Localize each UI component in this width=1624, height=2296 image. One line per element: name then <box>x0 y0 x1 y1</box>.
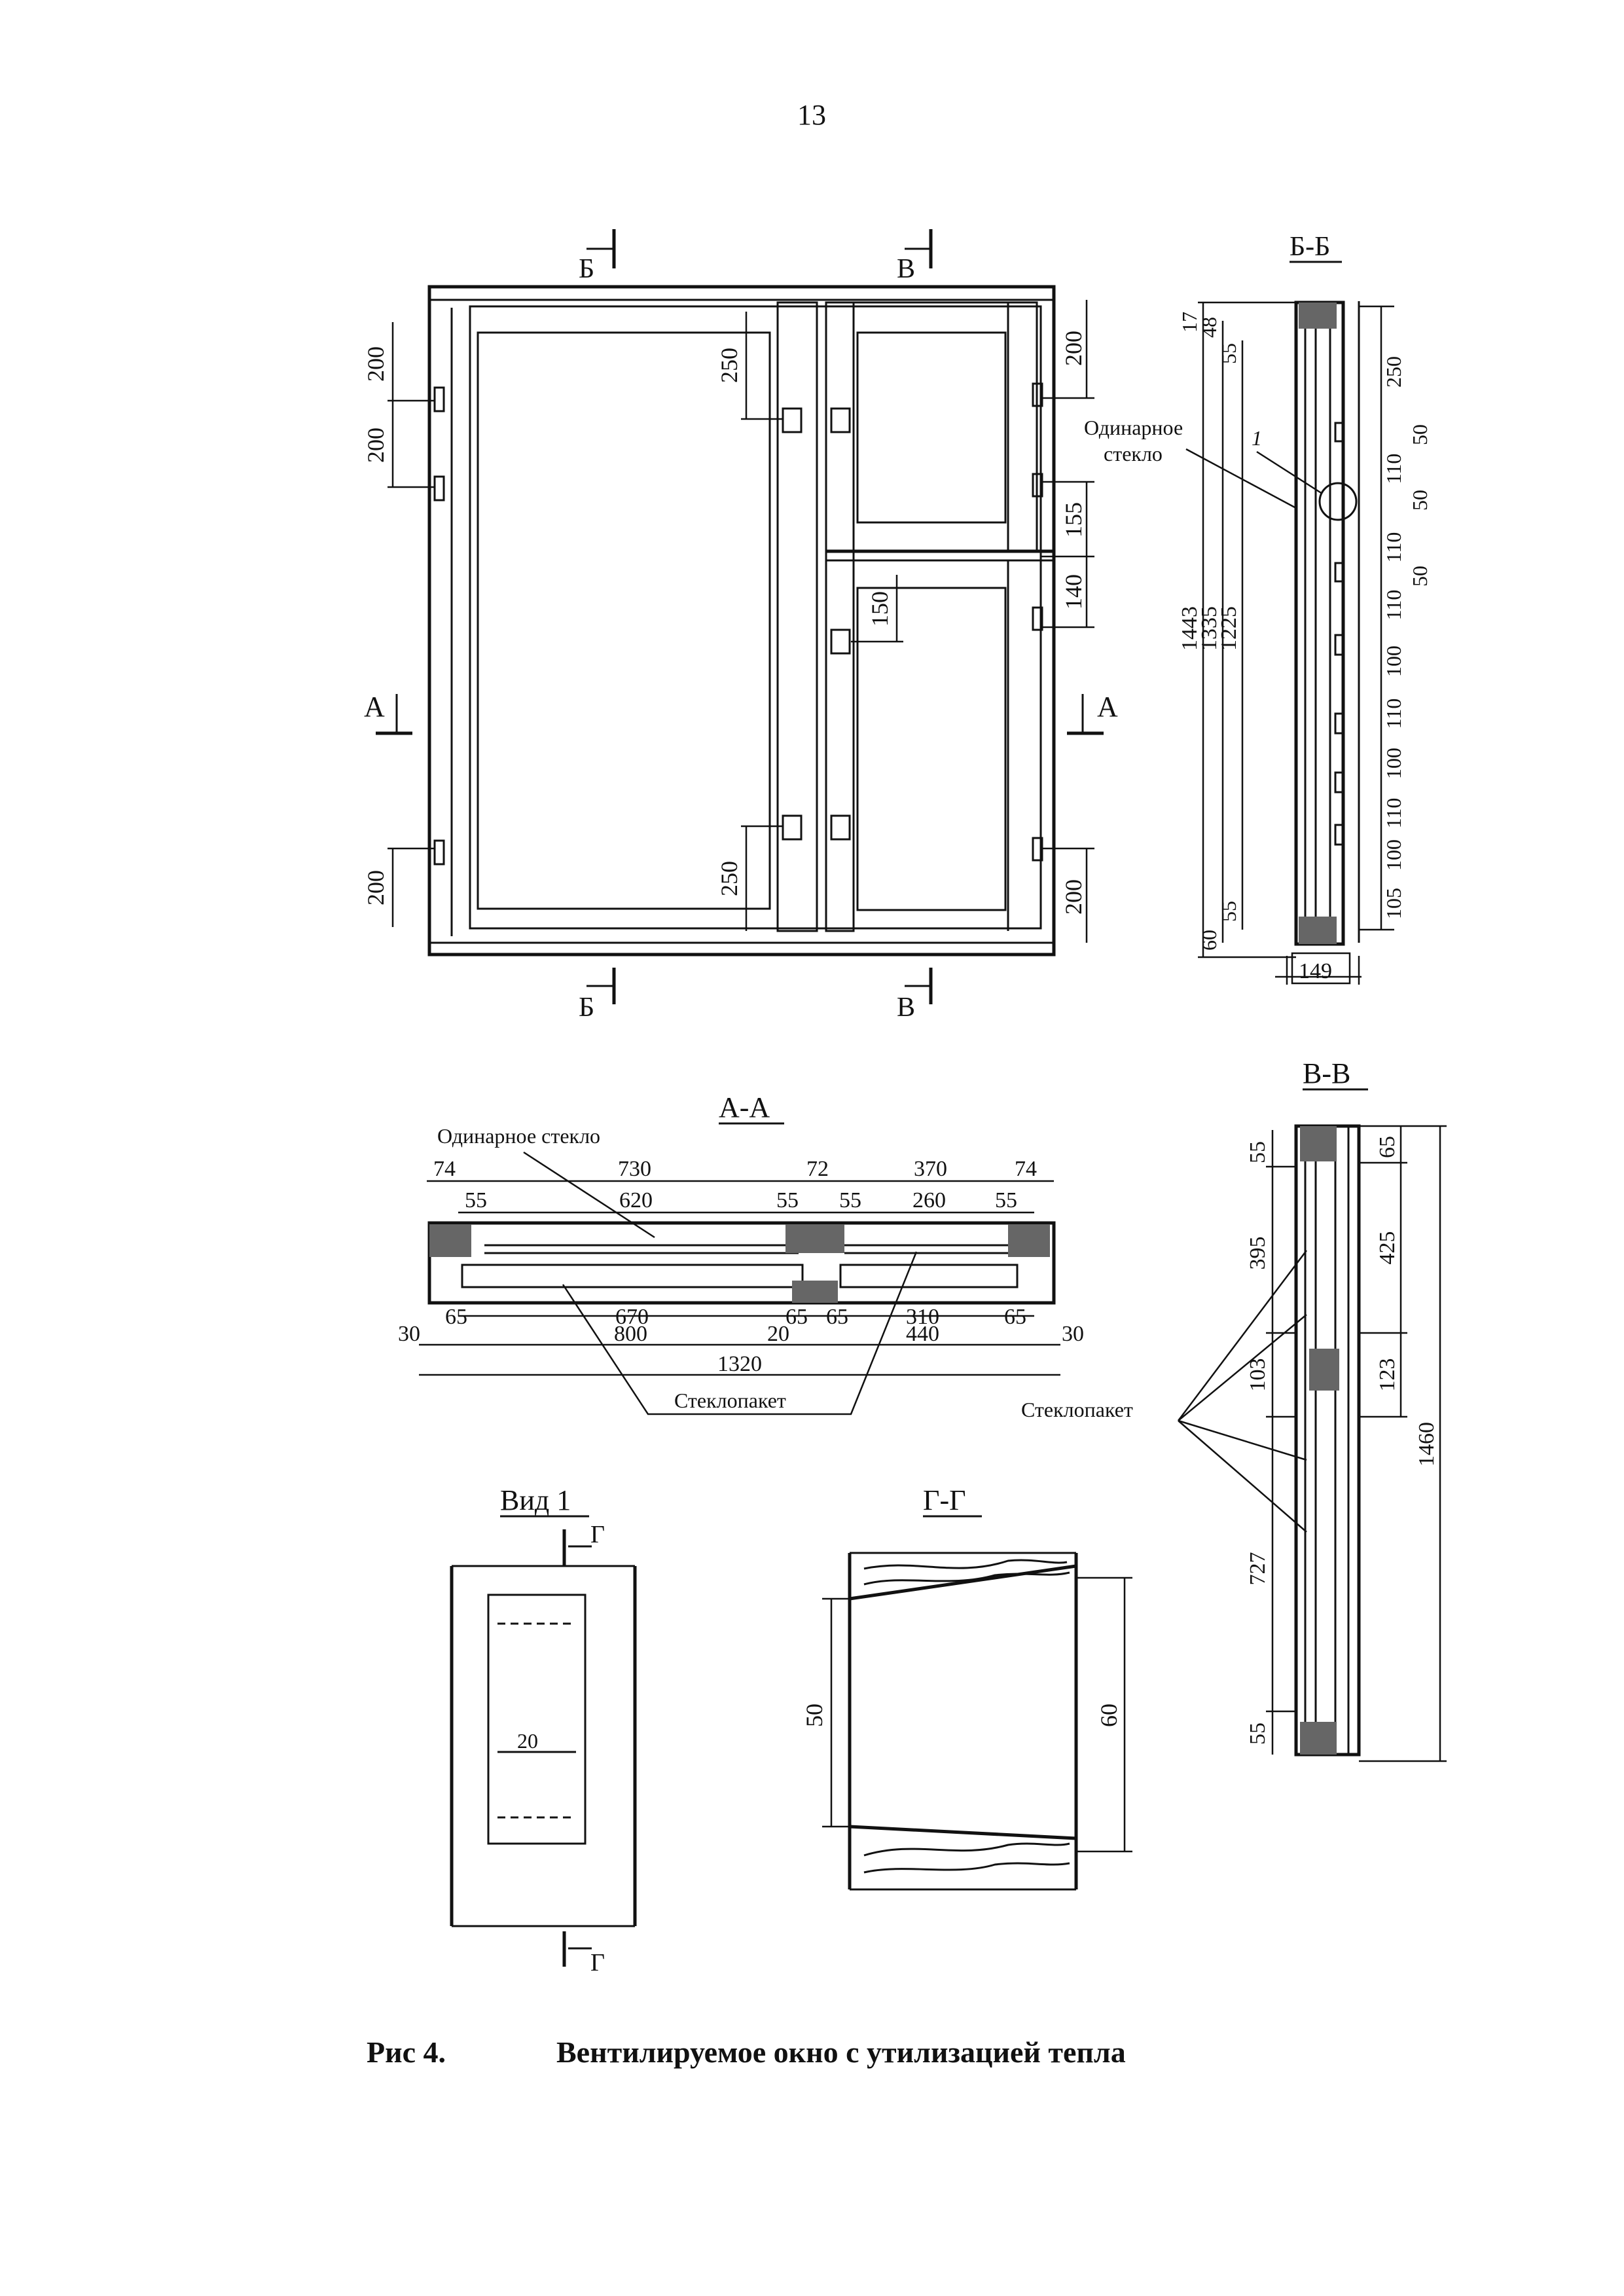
section-bb-rdim-4: 50 <box>1408 490 1432 511</box>
section-mark-v-top: В <box>897 254 915 284</box>
section-vv-rdim-2: 425 <box>1375 1231 1399 1265</box>
section-aa-bot2-2: 800 <box>614 1322 647 1346</box>
section-bb-dim-1225: 1225 <box>1217 606 1241 651</box>
section-aa-bot2-4: 440 <box>906 1322 939 1346</box>
section-bb-dim-1443: 1443 <box>1178 606 1202 651</box>
section-vv-ldim-3: 103 <box>1246 1358 1270 1392</box>
section-vv: В-В 55 395 103 727 55 65 425 <box>1021 1057 1447 1762</box>
front-view: Б В Б В А А 200 200 200 250 250 <box>363 229 1118 1023</box>
section-gg-dim-60: 60 <box>1096 1704 1122 1727</box>
section-mark-b-bottom: Б <box>579 993 594 1023</box>
section-bb-callout-2: стекло <box>1104 442 1163 465</box>
section-aa-callout-bottom: Стеклопакет <box>674 1389 786 1412</box>
section-aa-bot1-4: 65 <box>826 1305 848 1329</box>
section-bb-rdim-12: 100 <box>1382 839 1405 871</box>
dim-inner-2: 250 <box>716 861 742 896</box>
dim-inner-3: 150 <box>867 591 893 627</box>
view1-dim-20: 20 <box>517 1729 538 1753</box>
section-bb-rdim-1: 250 <box>1382 356 1405 388</box>
dim-right-2: 155 <box>1060 502 1087 538</box>
section-bb-dim-149: 149 <box>1299 959 1332 983</box>
section-aa-top2-6: 55 <box>995 1188 1017 1212</box>
dim-left-1: 200 <box>363 346 389 382</box>
figure-caption-label: Рис 4. <box>367 2035 446 2069</box>
section-aa-top1-4: 370 <box>914 1157 947 1181</box>
section-bb-rdim-8: 100 <box>1382 646 1405 677</box>
dim-inner-1: 250 <box>716 348 742 383</box>
section-vv-ldim-4: 727 <box>1246 1552 1270 1586</box>
section-bb-dim-48: 48 <box>1197 317 1221 338</box>
section-bb-rdim-7: 110 <box>1382 590 1405 621</box>
section-bb-title: Б-Б <box>1290 232 1330 262</box>
section-aa-top1-3: 72 <box>806 1157 829 1181</box>
view1-mark-top: Г <box>590 1521 605 1548</box>
section-bb-rdim-3: 110 <box>1382 454 1405 484</box>
section-aa-top1-2: 730 <box>618 1157 651 1181</box>
section-mark-v-bottom: В <box>897 993 915 1023</box>
section-bb-rdim-6: 50 <box>1408 566 1432 587</box>
section-bb-dim-60: 60 <box>1197 930 1221 951</box>
figure-caption-text: Вентилируемое окно с утилизацией тепла <box>556 2035 1126 2069</box>
dim-right-4: 200 <box>1060 879 1087 915</box>
section-bb-rdim-5: 110 <box>1382 532 1405 563</box>
section-bb-dim-55-top: 55 <box>1217 343 1240 364</box>
section-bb-dim-55-bottom: 55 <box>1217 901 1240 922</box>
section-aa-top2-2: 620 <box>619 1188 653 1212</box>
page-number: 13 <box>797 99 826 131</box>
section-bb-callout-number: 1 <box>1252 426 1262 450</box>
section-bb-dim-17: 17 <box>1178 312 1201 333</box>
section-aa: А-А Одинарное стекло 74 730 72 370 74 55… <box>398 1091 1084 1415</box>
section-aa-total: 1320 <box>717 1352 762 1376</box>
section-vv-title: В-В <box>1303 1057 1350 1089</box>
section-aa-top2-3: 55 <box>776 1188 799 1212</box>
section-aa-top2-5: 260 <box>912 1188 946 1212</box>
section-aa-bot2-1: 30 <box>398 1322 420 1346</box>
section-aa-top2-1: 55 <box>465 1188 487 1212</box>
section-aa-bot2-5: 30 <box>1062 1322 1084 1346</box>
view-1: Вид 1 20 Г Г <box>450 1484 637 1977</box>
dim-left-2: 200 <box>363 428 389 463</box>
section-mark-b-top: Б <box>579 254 594 284</box>
section-aa-callout-top: Одинарное стекло <box>437 1124 600 1148</box>
section-aa-top2-4: 55 <box>839 1188 861 1212</box>
section-vv-ldim-1: 55 <box>1246 1141 1270 1163</box>
section-vv-callout: Стеклопакет <box>1021 1398 1133 1421</box>
view1-title: Вид 1 <box>500 1484 571 1516</box>
section-bb-dim-1335: 1335 <box>1197 606 1221 651</box>
section-bb-rdim-10: 100 <box>1382 748 1405 779</box>
section-gg: Г-Г 50 60 <box>801 1484 1132 1891</box>
section-vv-rdim-4: 1460 <box>1415 1422 1439 1467</box>
dim-left-3: 200 <box>363 870 389 905</box>
section-bb-rdim-11: 110 <box>1382 798 1405 829</box>
section-vv-ldim-5: 55 <box>1246 1722 1270 1745</box>
section-bb-rdim-9: 110 <box>1382 699 1405 729</box>
section-gg-title: Г-Г <box>923 1484 966 1516</box>
section-aa-bot1-1: 65 <box>445 1305 467 1329</box>
dim-right-3: 140 <box>1060 574 1087 610</box>
section-mark-a-left: А <box>364 691 385 723</box>
section-gg-dim-50: 50 <box>801 1704 827 1727</box>
section-aa-bot1-2: 670 <box>615 1305 649 1329</box>
view1-mark-bottom: Г <box>590 1949 605 1977</box>
section-vv-rdim-1: 65 <box>1375 1136 1399 1158</box>
section-bb-rdim-2: 50 <box>1408 424 1432 445</box>
figure-caption: Рис 4. Вентилируемое окно с утилизацией … <box>367 2035 1414 2081</box>
section-aa-title: А-А <box>719 1091 770 1123</box>
section-bb: Б-Б Одинарное стекло 1 17 48 55 1443 133… <box>1084 232 1432 985</box>
section-aa-bot1-3: 65 <box>785 1305 808 1329</box>
section-bb-rdim-13: 105 <box>1382 888 1405 919</box>
section-aa-top1-5: 74 <box>1015 1157 1037 1181</box>
section-aa-top1-1: 74 <box>433 1157 456 1181</box>
section-aa-bot1-6: 65 <box>1004 1305 1026 1329</box>
section-bb-callout-1: Одинарное <box>1084 416 1183 439</box>
dim-right-1: 200 <box>1060 331 1087 366</box>
section-aa-bot1-5: 310 <box>906 1305 939 1329</box>
section-vv-rdim-3: 123 <box>1375 1358 1399 1392</box>
section-vv-ldim-2: 395 <box>1246 1237 1270 1270</box>
section-mark-a-right: А <box>1097 691 1118 723</box>
section-aa-bot2-3: 20 <box>767 1322 789 1346</box>
